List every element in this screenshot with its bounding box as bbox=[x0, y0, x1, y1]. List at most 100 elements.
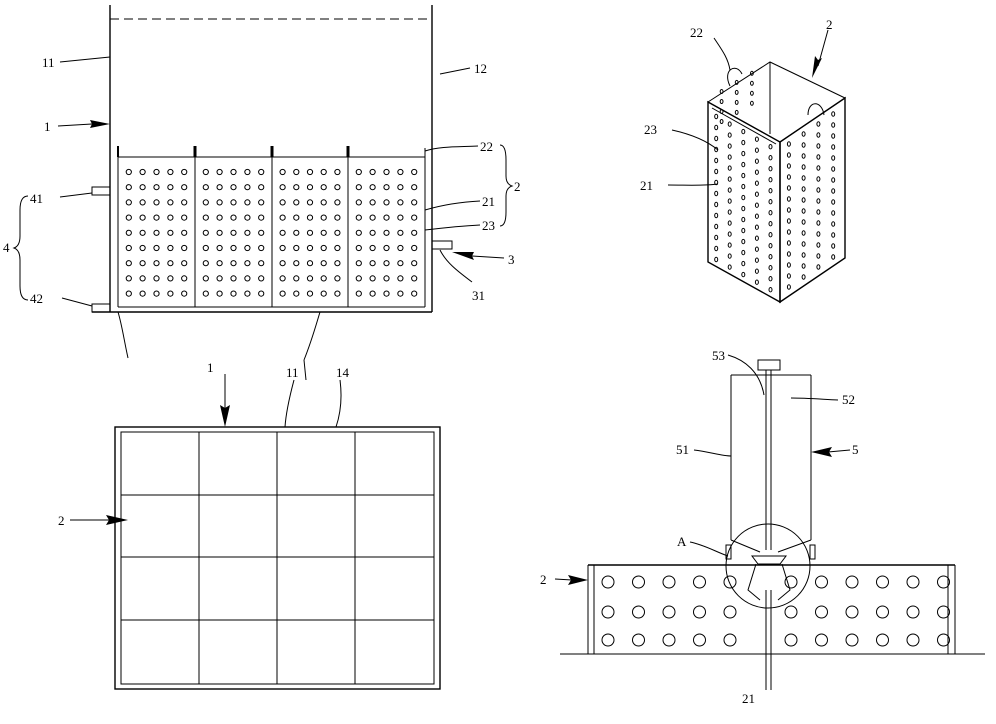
perforation-hole bbox=[306, 168, 314, 176]
perforation-hole bbox=[293, 184, 300, 191]
iso-hole bbox=[831, 133, 836, 139]
divider-post bbox=[193, 146, 197, 157]
leader-11-bottom bbox=[303, 359, 307, 381]
iso-hole bbox=[714, 201, 719, 208]
perforation-hole bbox=[216, 244, 223, 252]
handle-left bbox=[727, 67, 743, 87]
perforation-hole bbox=[230, 168, 237, 176]
iso-hole bbox=[741, 216, 746, 223]
perforation-hole bbox=[181, 229, 188, 236]
perforation-hole bbox=[230, 290, 237, 297]
divider-post bbox=[346, 146, 350, 157]
wall-hole bbox=[815, 575, 828, 589]
perforation-hole bbox=[306, 229, 314, 236]
wall-hole bbox=[937, 605, 950, 619]
pipe-31 bbox=[431, 240, 453, 250]
perforation-hole bbox=[139, 168, 146, 176]
perforation-hole bbox=[293, 290, 300, 297]
perforation-hole bbox=[355, 260, 362, 267]
perforation-hole bbox=[320, 168, 327, 176]
iso-hole bbox=[719, 99, 724, 104]
label-21-side: 21 bbox=[482, 194, 495, 209]
perforation-hole bbox=[202, 275, 209, 282]
perforation-hole bbox=[334, 229, 341, 236]
iso-hole bbox=[801, 164, 806, 170]
iso-hole bbox=[801, 274, 806, 280]
perforation-hole bbox=[202, 184, 209, 191]
iso-hole bbox=[816, 187, 821, 193]
iso-hole bbox=[768, 276, 773, 282]
perforation-hole bbox=[216, 184, 223, 191]
leader-11-plan bbox=[284, 379, 295, 428]
perforation-hole bbox=[216, 275, 223, 282]
iso-hole bbox=[714, 223, 719, 230]
iso-hole bbox=[816, 242, 821, 248]
leader-2-br bbox=[554, 578, 573, 581]
iso-hole bbox=[754, 158, 759, 164]
leader-52 bbox=[790, 397, 839, 401]
perforation-hole bbox=[293, 168, 300, 176]
perforation-hole bbox=[125, 214, 132, 221]
perforation-hole bbox=[153, 214, 160, 221]
iso-hole bbox=[768, 243, 773, 249]
arrow-3 bbox=[452, 252, 474, 260]
iso-hole bbox=[801, 230, 806, 236]
iso-hole bbox=[831, 199, 836, 205]
perforation-hole bbox=[397, 244, 404, 252]
perforation-hole bbox=[153, 168, 160, 176]
basket-top-rim bbox=[707, 61, 847, 143]
perforation-hole bbox=[167, 168, 174, 176]
label-A: A bbox=[677, 534, 687, 549]
iso-hole bbox=[768, 188, 773, 194]
perforation-hole bbox=[202, 244, 209, 252]
perforation-hole bbox=[355, 244, 362, 252]
perforation-hole bbox=[216, 199, 223, 206]
perforation-hole bbox=[383, 290, 390, 297]
wall-hole bbox=[815, 605, 828, 619]
iso-hole bbox=[714, 212, 719, 219]
perforation-hole bbox=[258, 260, 265, 267]
label-41: 41 bbox=[30, 191, 43, 206]
perforation-hole bbox=[153, 260, 160, 267]
label-3: 3 bbox=[508, 252, 515, 267]
clamp-fingers bbox=[747, 563, 791, 601]
label-23-side: 23 bbox=[482, 218, 495, 233]
iso-hole bbox=[786, 152, 791, 158]
wall-hole bbox=[937, 575, 950, 589]
perforation-hole bbox=[125, 229, 132, 236]
leader-51 bbox=[693, 449, 732, 457]
leader-42 bbox=[61, 297, 93, 307]
iso-hole bbox=[741, 227, 746, 234]
iso-hole bbox=[727, 143, 732, 149]
label-14: 14 bbox=[336, 365, 350, 380]
label-52: 52 bbox=[842, 392, 855, 407]
wall-hole bbox=[906, 633, 920, 647]
iso-hole bbox=[786, 174, 791, 180]
iso-hole bbox=[801, 175, 806, 181]
iso-hole bbox=[801, 219, 806, 225]
perforation-hole bbox=[383, 260, 390, 267]
leader-22-side bbox=[424, 145, 479, 152]
label-11-plan: 11 bbox=[286, 365, 299, 380]
wall-hole bbox=[601, 575, 615, 589]
upper-pipe-41 bbox=[91, 186, 111, 196]
iso-hole bbox=[750, 70, 754, 76]
label-11-top: 11 bbox=[42, 55, 55, 70]
iso-hole bbox=[754, 213, 759, 219]
iso-hole bbox=[831, 188, 836, 194]
perforation-hole bbox=[369, 214, 376, 221]
leader-21-iso bbox=[667, 183, 719, 186]
perforation-hole bbox=[306, 184, 314, 191]
iso-hole bbox=[816, 132, 821, 138]
iso-hole bbox=[727, 253, 732, 259]
wall-hole bbox=[845, 633, 859, 647]
iso-hole bbox=[831, 122, 836, 128]
iso-hole bbox=[714, 245, 719, 252]
perforation-hole bbox=[125, 244, 132, 252]
perforation-hole bbox=[397, 275, 404, 282]
perforation-hole bbox=[334, 199, 341, 206]
perforation-hole bbox=[167, 229, 174, 236]
label-23-iso: 23 bbox=[644, 122, 657, 137]
perforation-hole bbox=[258, 168, 265, 176]
divider-post bbox=[117, 146, 119, 157]
